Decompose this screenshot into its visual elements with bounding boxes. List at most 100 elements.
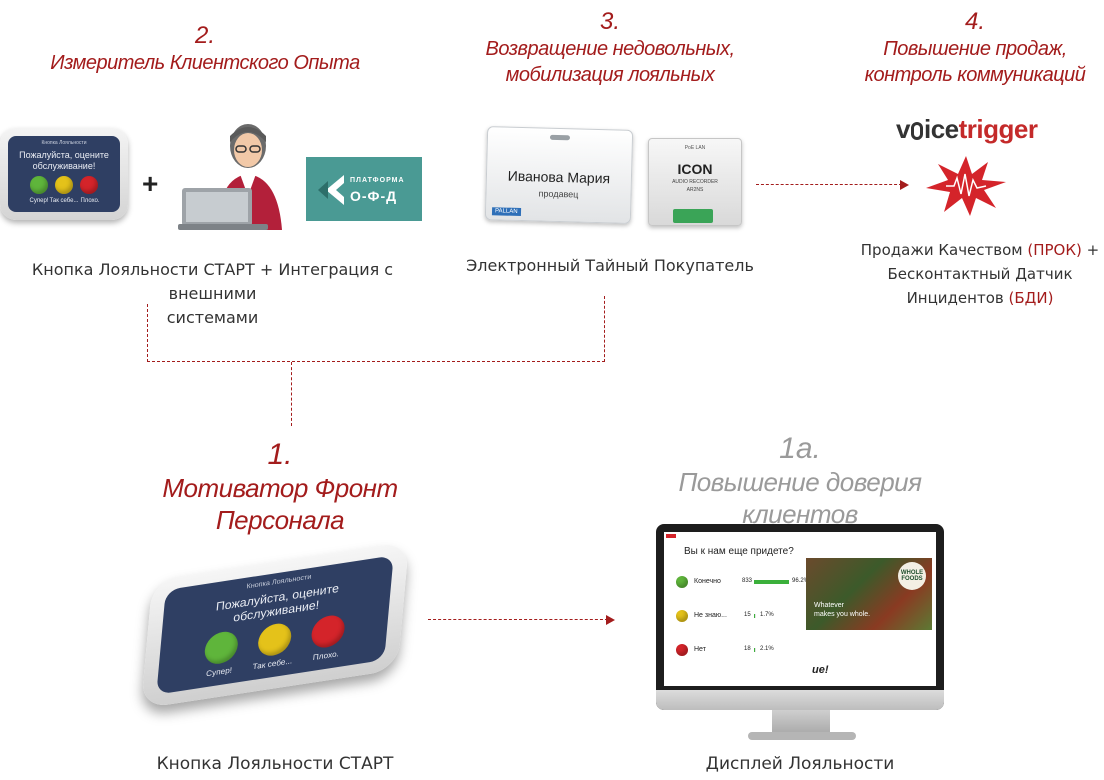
monitor-smiley-red-icon <box>676 644 688 656</box>
ofd-logo-top: ПЛАТФОРМА <box>350 177 405 184</box>
monitor-smiley-green-icon <box>676 576 688 588</box>
ofd-chevron-icon <box>318 175 344 205</box>
arrow-section3-to-4 <box>756 184 902 185</box>
arrow-section1-to-1a <box>428 619 608 620</box>
connector-right-vertical <box>604 296 605 362</box>
heading-1a-title: Повышение доверия клиентов <box>678 467 922 529</box>
large-smiley-yellow-button[interactable] <box>256 621 293 658</box>
heading-3: 3. Возвращение недовольных, мобилизация … <box>455 8 765 88</box>
monitor-base <box>748 732 856 740</box>
loyalty-display-monitor: Вы к нам еще придете? Конечно 833 96.2% … <box>656 524 944 710</box>
monitor-screen: Вы к нам еще придете? Конечно 833 96.2% … <box>664 532 936 686</box>
heading-3-title-line1: Возвращение недовольных, <box>485 38 735 60</box>
ad-tagline-line2: makes you whole. <box>814 611 871 618</box>
ofd-logo-bottom: О-Ф-Д <box>350 188 398 204</box>
badge-brand: PALLAN <box>491 207 521 217</box>
alert-burst-icon <box>926 156 1006 216</box>
caption-2-line1: Кнопка Лояльности СТАРТ + Интеграция с в… <box>31 260 394 303</box>
loyalty-button-device-small: Кнопка Лояльности Пожалуйста, оцените об… <box>0 128 128 220</box>
smiley-red-button[interactable] <box>80 176 98 194</box>
heading-1: 1. Мотиватор Фронт Персонала <box>110 438 450 536</box>
monitor-question: Вы к нам еще придете? <box>684 546 794 557</box>
mic-icon <box>910 122 923 140</box>
monitor-row-bar-track <box>754 580 789 584</box>
monitor-row-count: 833 <box>742 578 753 584</box>
monitor-row-label: Не знаю... <box>694 612 727 619</box>
ad-brand-line1: WHOLE <box>900 570 924 576</box>
ad-brand-badge: WHOLE FOODS <box>898 562 926 590</box>
loyalty-button-device-large: Кнопка Лояльности Пожалуйста, оцените об… <box>140 541 410 709</box>
recorder-top: PoE LAN <box>684 145 706 151</box>
caption-4-bdi: (БДИ) <box>1008 289 1054 307</box>
large-smiley-green-button[interactable] <box>203 629 240 667</box>
caption-4-prok: (ПРОК) <box>1027 241 1082 259</box>
monitor-row-pct: 2.1% <box>760 646 774 652</box>
monitor-smiley-yellow-icon <box>676 610 688 622</box>
monitor-chin <box>656 690 944 710</box>
connector-left-vertical <box>147 304 148 362</box>
ofd-platform-logo: ПЛАТФОРМА О-Ф-Д <box>306 157 422 221</box>
ad-tagline-line1: Whatever <box>814 602 844 609</box>
smiley-yellow-button[interactable] <box>55 176 73 194</box>
voicetrigger-logo-voice: v <box>896 114 910 144</box>
recorder-sub1: AUDIO RECORDER <box>672 179 718 185</box>
device-label-soso: Так себе... <box>49 198 79 204</box>
device-title: Кнопка Лояльности <box>41 140 87 146</box>
monitor-row-count: 18 <box>744 646 751 652</box>
device-screen: Кнопка Лояльности Пожалуйста, оцените об… <box>8 136 120 212</box>
recorder-terminal-block <box>673 209 713 223</box>
person-laptop-icon <box>178 124 282 230</box>
large-smiley-red-button[interactable] <box>310 613 346 650</box>
heading-2: 2. Измеритель Клиентского Опыта <box>40 22 370 76</box>
monitor-row-bar-track <box>754 614 756 618</box>
employee-badge: Иванова Мария продавец PALLAN <box>484 126 634 224</box>
caption-4-line3-a: Инцидентов <box>906 289 1009 307</box>
caption-section-2: Кнопка Лояльности СТАРТ + Интеграция с в… <box>0 258 425 330</box>
caption-4-line2: Бесконтактный Датчик <box>887 265 1073 283</box>
heading-3-title-line2: мобилизация лояльных <box>505 64 715 86</box>
monitor-row-pct: 1.7% <box>760 612 774 618</box>
caption-4-line1-a: Продажи Качеством <box>860 241 1028 259</box>
monitor-footer-text: ие! <box>812 664 829 676</box>
monitor-brand-mark <box>666 534 676 538</box>
heading-2-number: 2. <box>194 22 215 49</box>
monitor-ad-photo: WHOLE FOODS Whatever makes you whole. <box>806 558 932 630</box>
caption-2-line2: системами <box>166 308 259 327</box>
connector-down-vertical <box>291 362 292 426</box>
recorder-brand: ICON <box>677 161 713 177</box>
caption-section-4: Продажи Качеством (ПРОК) + Бесконтактный… <box>840 238 1104 310</box>
heading-2-title: Измеритель Клиентского Опыта <box>50 52 360 74</box>
device-label-bad: Плохо. <box>80 198 100 204</box>
recorder-sub2: AR2NS <box>686 187 704 193</box>
large-device-label-soso: Так себе... <box>252 656 293 672</box>
monitor-row-label: Нет <box>694 646 706 653</box>
monitor-row-bar-fill <box>754 580 789 584</box>
heading-4-number: 4. <box>964 8 985 35</box>
heading-4-title-line2: контроль коммуникаций <box>864 64 1086 86</box>
heading-1-title: Мотиватор Фронт Персонала <box>162 473 398 535</box>
badge-role: продавец <box>538 188 579 200</box>
device-label-super: Супер! <box>29 198 49 204</box>
heading-1a: 1a. Повышение доверия клиентов <box>620 432 980 530</box>
arrow-section1-to-1a-head <box>606 615 615 625</box>
connector-horizontal <box>147 361 605 362</box>
device-prompt-line2: обслуживание! <box>32 161 96 171</box>
device-prompt-line1: Пожалуйста, оцените <box>19 150 109 160</box>
monitor-row-pct: 96.2% <box>792 578 810 584</box>
ad-brand-line2: FOODS <box>901 576 923 582</box>
monitor-neck <box>772 710 830 734</box>
heading-3-number: 3. <box>599 8 620 35</box>
audio-recorder-device: PoE LAN ICON AUDIO RECORDER AR2NS <box>648 138 742 226</box>
arrow-section3-to-4-head <box>900 180 909 190</box>
smiley-green-button[interactable] <box>30 176 48 194</box>
monitor-row-count: 15 <box>744 612 751 618</box>
voicetrigger-logo-ice: ice <box>923 114 959 144</box>
voicetrigger-logo-trigger: trigger <box>958 114 1038 144</box>
large-device-label-super: Супер! <box>205 665 233 679</box>
large-device-screen: Кнопка Лояльности Пожалуйста, оцените об… <box>156 555 394 695</box>
caption-section-3: Электронный Тайный Покупатель <box>466 256 754 275</box>
monitor-row-bar-track <box>754 648 756 652</box>
large-device-label-bad: Плохо. <box>312 649 340 663</box>
heading-1-number: 1. <box>267 438 293 471</box>
